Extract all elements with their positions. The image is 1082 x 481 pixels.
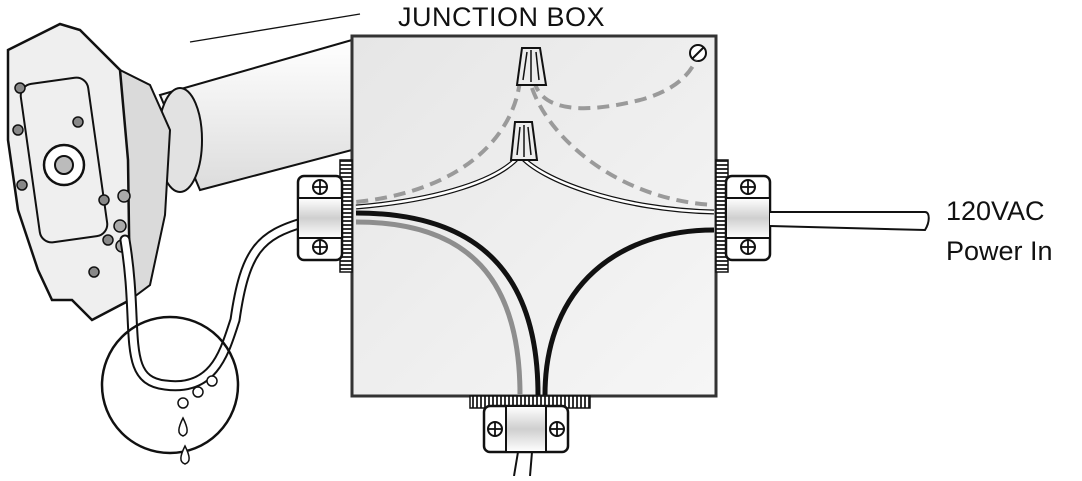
left-cable-gland bbox=[296, 159, 353, 273]
right-cable-gland bbox=[715, 159, 772, 273]
screw-icon bbox=[487, 421, 503, 437]
wire-nut-top bbox=[515, 47, 548, 86]
grey-wire bbox=[355, 219, 523, 396]
water-bead bbox=[177, 397, 189, 409]
ground-wire-to-screw bbox=[532, 59, 698, 111]
bottom-cable-gland bbox=[469, 395, 591, 454]
drip-loop-magnifier bbox=[100, 315, 240, 465]
motor-head bbox=[6, 22, 172, 322]
wire-nut-middle bbox=[509, 121, 539, 161]
title-leader-line bbox=[189, 13, 361, 43]
screw-icon bbox=[312, 179, 328, 195]
black-wire-motor bbox=[355, 210, 541, 396]
water-bead bbox=[206, 375, 218, 387]
motor-tube bbox=[157, 38, 353, 193]
motor-cable bbox=[121, 218, 309, 390]
power-label-text: Power In bbox=[946, 236, 1053, 266]
ground-screw bbox=[689, 44, 707, 62]
power-in-cable bbox=[769, 211, 930, 232]
water-drop bbox=[180, 444, 190, 465]
black-wire-power bbox=[542, 227, 715, 396]
screw-icon bbox=[549, 421, 565, 437]
bottom-cable bbox=[513, 451, 533, 477]
ground-wire-right bbox=[530, 87, 715, 207]
ground-wire-left bbox=[355, 79, 522, 204]
water-bead bbox=[192, 386, 204, 398]
junction-box-title: JUNCTION BOX bbox=[398, 2, 606, 32]
power-label-voltage: 120VAC bbox=[946, 196, 1045, 226]
screw-icon bbox=[740, 179, 756, 195]
screw-icon bbox=[312, 239, 328, 255]
screw-icon bbox=[740, 239, 756, 255]
water-drop bbox=[178, 416, 188, 437]
